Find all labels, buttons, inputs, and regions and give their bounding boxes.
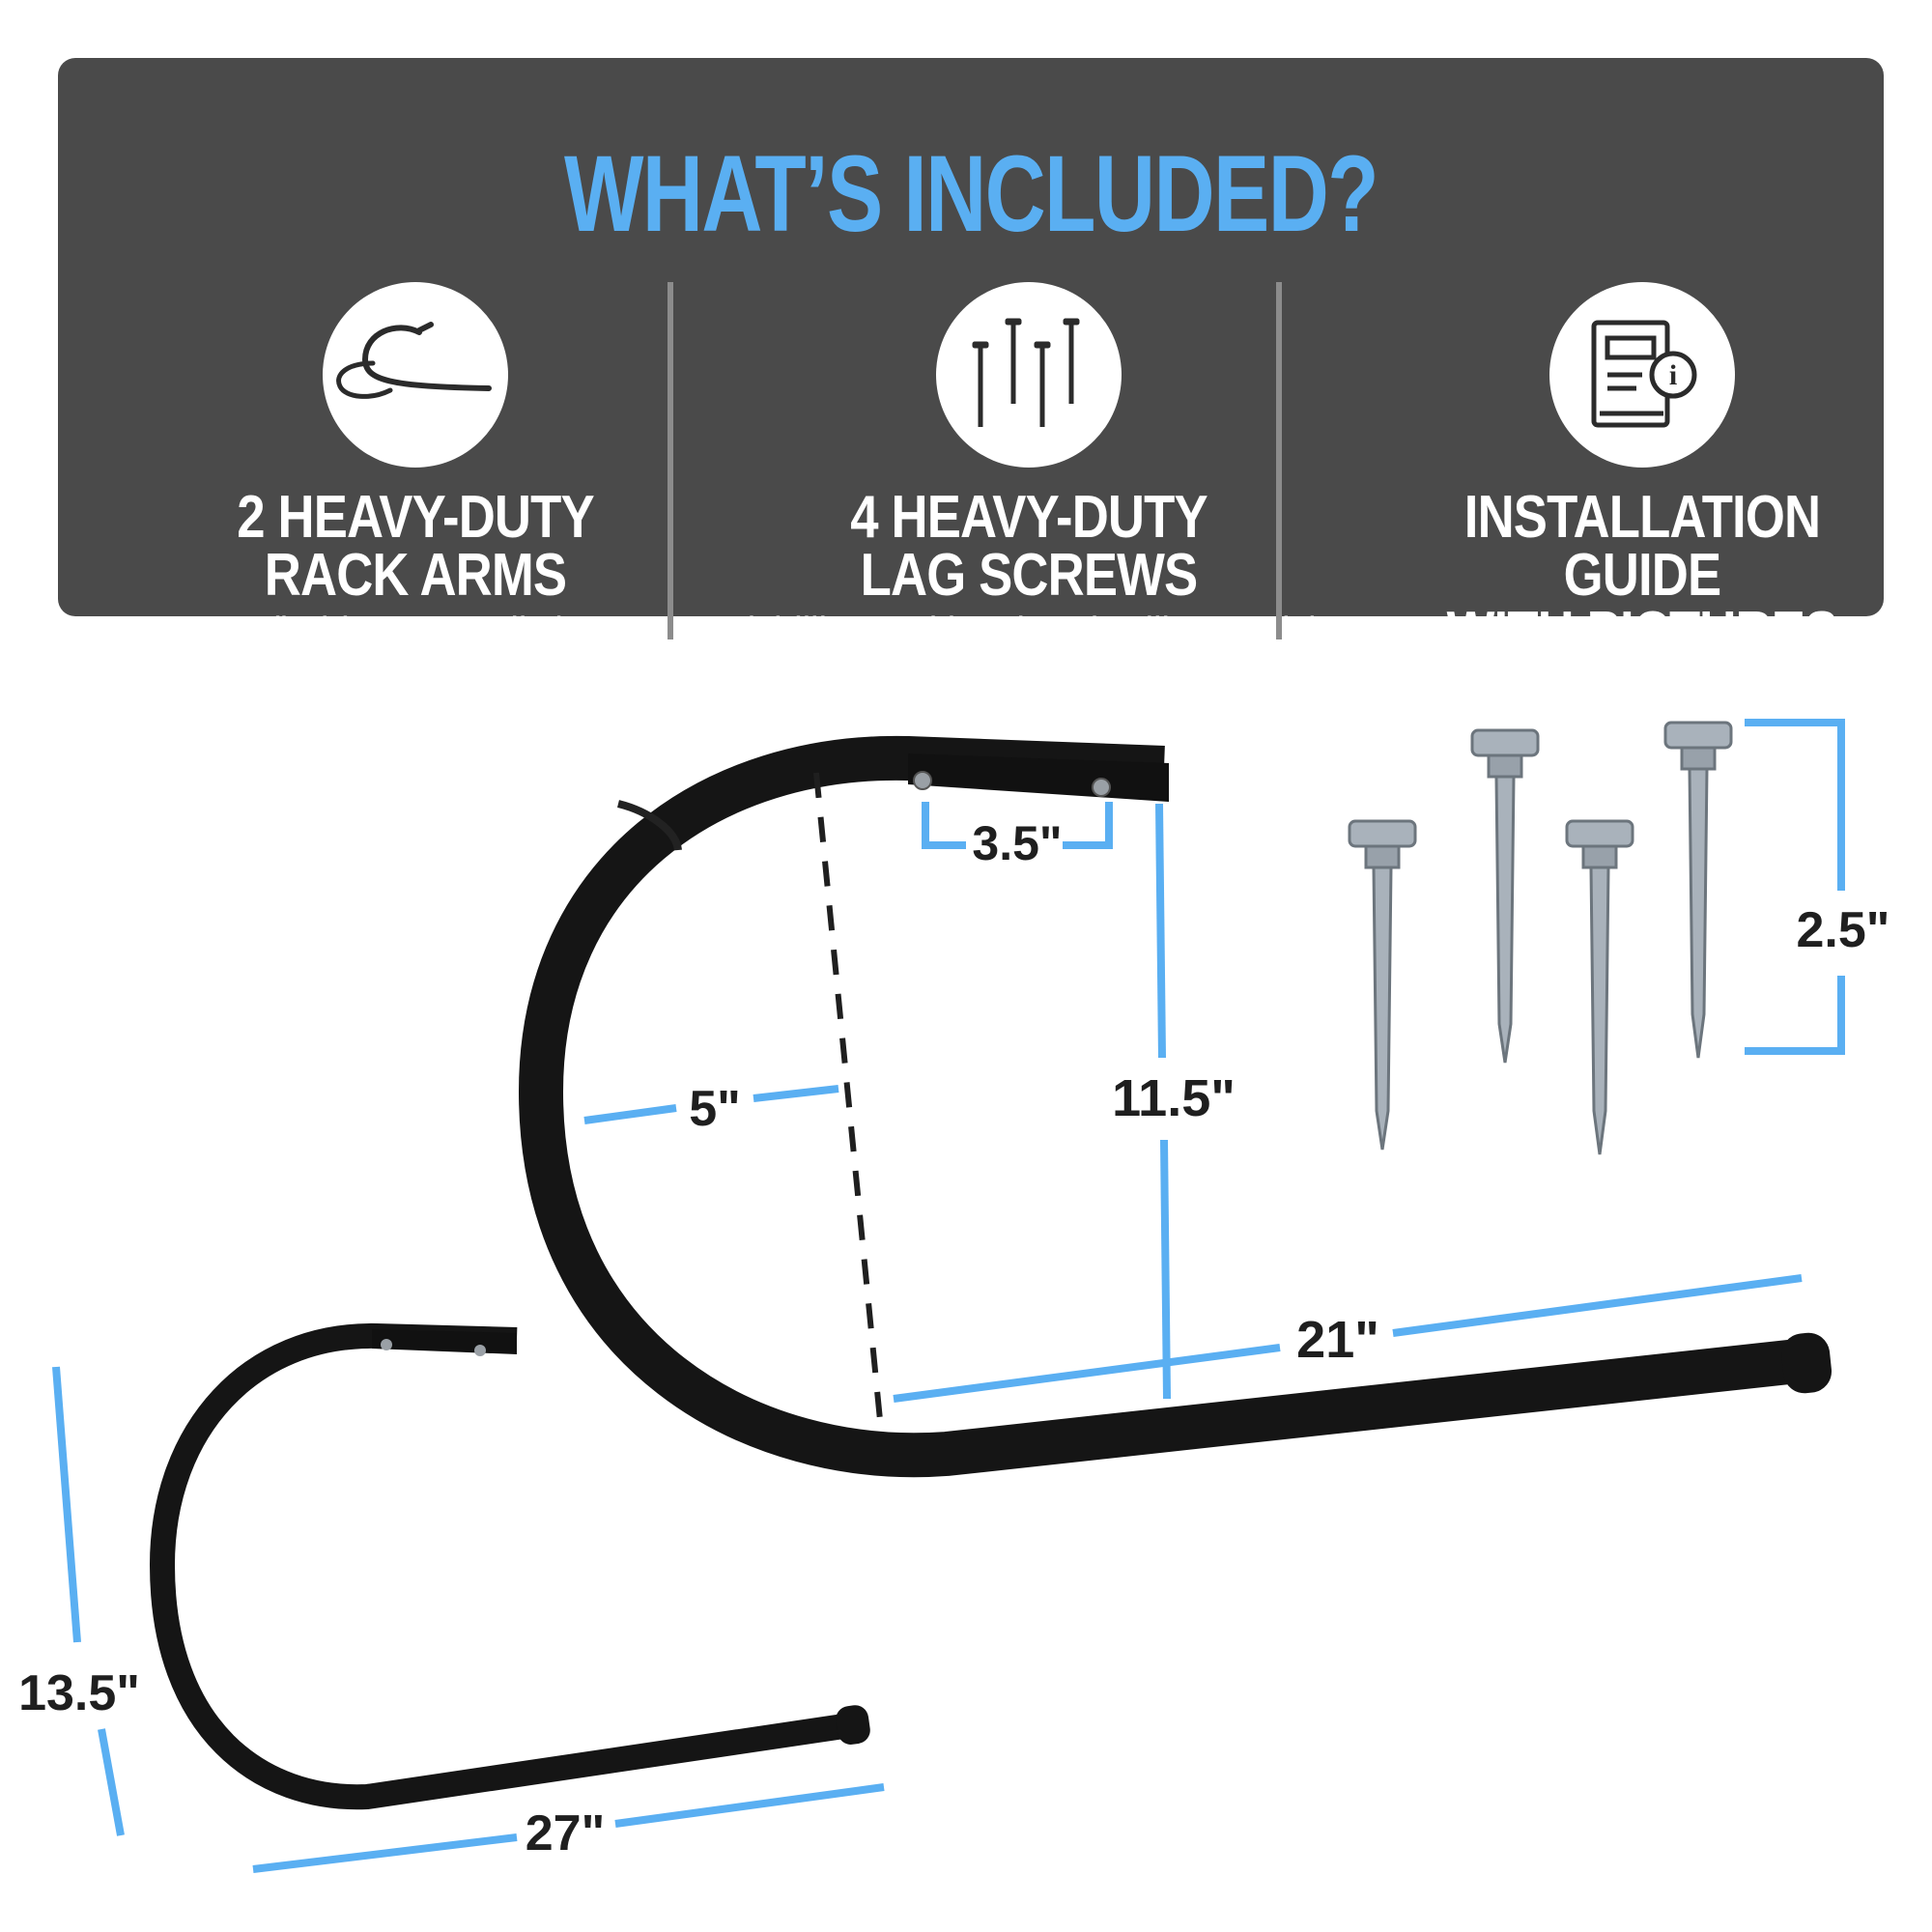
inner-depth-label: 5" <box>689 1081 741 1137</box>
height-small-line-top <box>52 1366 81 1643</box>
overall-length-line-left <box>252 1833 518 1873</box>
height-small-line-bottom <box>98 1728 125 1836</box>
height-large-label: 11.5" <box>1112 1069 1236 1127</box>
small-rack-arm <box>149 1322 870 1810</box>
whats-included-banner: WHAT’S INCLUDED? 2 HEAVY-DUTY RACK ARMS … <box>58 58 1884 664</box>
mount-spacing-bracket-right <box>1063 802 1113 849</box>
rack-arms-subtitle: (holds up to 75lbs) <box>264 611 567 651</box>
included-item-rack-arms: 2 HEAVY-DUTY RACK ARMS (holds up to 75lb… <box>111 282 720 653</box>
included-item-lag-screws: 4 HEAVY-DUTY LAG SCREWS (phillips and he… <box>724 282 1333 653</box>
installation-guide-icon: i <box>1549 282 1735 468</box>
lag-screw <box>1470 728 1540 1064</box>
lag-screw <box>1565 819 1634 1155</box>
lag-screws-photo <box>1348 721 1733 1155</box>
guide-line2: WITH PICTURES <box>1446 600 1839 667</box>
arm-length-label: 21" <box>1296 1311 1379 1369</box>
lag-screws-icon <box>936 282 1122 468</box>
lag-screw <box>1348 819 1417 1151</box>
center-reference-dashed-line <box>813 772 884 1431</box>
banner-divider-left <box>668 282 673 639</box>
dimension-lines <box>52 719 1845 1873</box>
mount-spacing-bracket-left <box>922 802 966 849</box>
inner-depth-line-right <box>753 1085 839 1102</box>
rack-arm-icon <box>323 282 508 468</box>
large-rack-arm <box>518 735 1833 1478</box>
arm-length-line-right <box>1392 1274 1803 1337</box>
overall-length-label: 27" <box>526 1805 606 1861</box>
screw-length-bracket-top <box>1745 719 1845 891</box>
included-item-installation-guide: i INSTALLATION GUIDE WITH PICTURES <box>1338 282 1932 667</box>
height-large-line-top <box>1155 803 1166 1059</box>
inner-depth-line-left <box>583 1104 677 1124</box>
product-dimension-illustration: 3.5" 5" 11.5" 21" 2.5" 13.5" 27" <box>18 719 1890 1873</box>
rack-arms-line1: 2 HEAVY-DUTY <box>237 484 594 551</box>
screw-length-label: 2.5" <box>1797 902 1890 958</box>
banner-title: WHAT’S INCLUDED? <box>563 133 1379 254</box>
banner-divider-right <box>1276 282 1282 639</box>
lag-screws-subtitle: (phillips and hex head, will not strip) <box>738 611 1320 651</box>
overall-length-line-right <box>614 1783 885 1828</box>
height-small-label: 13.5" <box>18 1665 140 1721</box>
guide-line1: INSTALLATION GUIDE <box>1463 484 1821 609</box>
lag-screws-line2: LAG SCREWS <box>860 542 1199 609</box>
screw-length-bracket-bottom <box>1745 976 1845 1055</box>
rack-arms-line2: RACK ARMS <box>264 542 567 609</box>
mount-spacing-label: 3.5" <box>972 816 1062 870</box>
arm-length-line-left <box>893 1344 1281 1403</box>
lag-screws-line1: 4 HEAVY-DUTY <box>850 484 1208 551</box>
svg-text:i: i <box>1669 359 1677 391</box>
lag-screw <box>1663 721 1733 1059</box>
height-large-line-bottom <box>1160 1139 1171 1400</box>
